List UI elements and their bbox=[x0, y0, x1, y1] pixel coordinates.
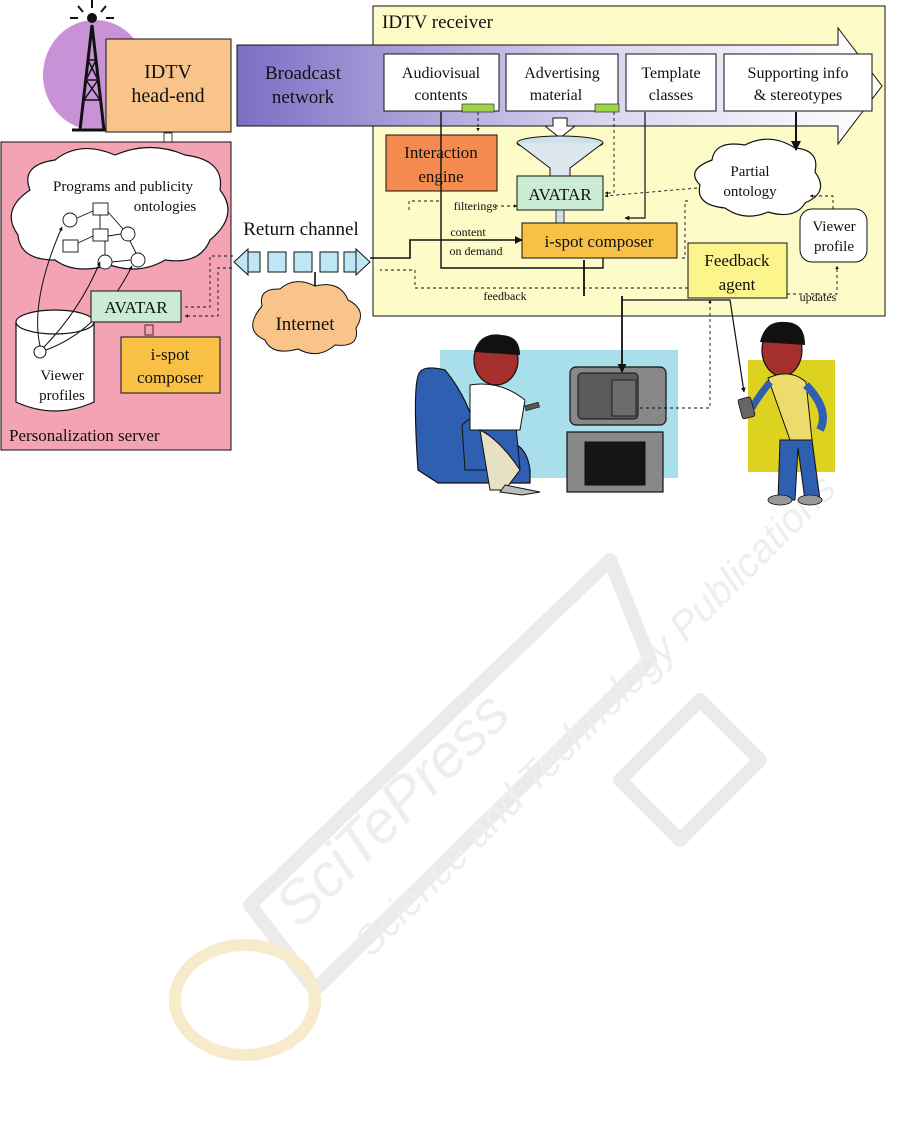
receiver-avatar-box bbox=[516, 175, 604, 211]
server-title: Personalization server bbox=[9, 426, 160, 445]
updates-label: updates bbox=[800, 290, 837, 304]
server-ispot-label-2: composer bbox=[137, 368, 203, 387]
watermark: SciTePress Science and Technology Public… bbox=[169, 466, 845, 1061]
viewer-profiles-label-2: profiles bbox=[39, 388, 85, 404]
server-ispot-label-1: i-spot bbox=[151, 345, 190, 364]
ontology-graph bbox=[62, 202, 146, 270]
audiovisual-box bbox=[383, 53, 500, 112]
viewer-profile-box bbox=[799, 208, 868, 263]
template-box bbox=[625, 53, 717, 112]
return-channel bbox=[233, 247, 371, 277]
personalization-server: Programs and publicity ontologies Viewer bbox=[0, 141, 232, 451]
viewer-profile-label-1: Viewer bbox=[812, 219, 855, 235]
internet-label: Internet bbox=[275, 314, 335, 335]
headend-label-2: head-end bbox=[131, 85, 204, 107]
supporting-box bbox=[723, 53, 873, 112]
partial-ontology-label-1: Partial bbox=[730, 164, 769, 180]
audiovisual-label-2: contents bbox=[414, 87, 467, 104]
server-avatar-box bbox=[90, 290, 182, 323]
viewer-profile-label-2: profile bbox=[814, 239, 854, 255]
on-demand-label: on demand bbox=[450, 244, 503, 258]
content-boxes: Audiovisual contents Advertising materia… bbox=[383, 53, 873, 113]
feedback-label: feedback bbox=[483, 289, 526, 303]
template-label-1: Template bbox=[641, 65, 700, 82]
receiver-ispot-box bbox=[521, 222, 678, 259]
filterings-label: filterings bbox=[454, 199, 498, 213]
ontologies-label-1: Programs and publicity bbox=[53, 179, 193, 195]
headend-box bbox=[105, 38, 232, 133]
partial-ontology-label-2: ontology bbox=[723, 184, 777, 200]
receiver-title: IDTV receiver bbox=[382, 12, 494, 33]
advertising-box bbox=[505, 53, 619, 112]
return-channel-label: Return channel bbox=[243, 219, 359, 240]
headend-label-1: IDTV bbox=[144, 61, 192, 83]
watermark-line2: Science and Technology Publications bbox=[346, 466, 845, 965]
supporting-label-1: Supporting info bbox=[748, 65, 849, 82]
television bbox=[566, 366, 667, 493]
viewer-profiles-db: Viewer profiles bbox=[15, 309, 95, 412]
seated-viewer bbox=[414, 334, 541, 496]
receiver-ispot-label: i-spot composer bbox=[544, 232, 653, 251]
template-label-2: classes bbox=[649, 87, 693, 104]
advertising-label-2: material bbox=[530, 87, 583, 104]
broadcast-label-1: Broadcast bbox=[265, 63, 342, 84]
feedback-agent-box bbox=[687, 242, 788, 299]
internet-cloud bbox=[252, 281, 361, 355]
server-ispot-box bbox=[120, 336, 221, 394]
ontologies-label-2: ontologies bbox=[134, 199, 197, 215]
partial-ontology-cloud bbox=[694, 138, 822, 217]
viewer-profiles-label-1: Viewer bbox=[40, 368, 83, 384]
receiver-avatar-label: AVATAR bbox=[528, 185, 592, 204]
ontologies-cloud bbox=[10, 146, 229, 270]
audiovisual-label-1: Audiovisual bbox=[402, 65, 481, 82]
feedback-agent-label-2: agent bbox=[719, 275, 756, 294]
content-label: content bbox=[450, 225, 486, 239]
standing-viewer bbox=[737, 321, 827, 506]
supporting-label-2: & stereotypes bbox=[754, 87, 842, 104]
broadcast-label-2: network bbox=[272, 87, 335, 108]
advertising-label-1: Advertising bbox=[524, 65, 600, 82]
feedback-agent-label-1: Feedback bbox=[704, 251, 770, 270]
server-avatar-label: AVATAR bbox=[104, 298, 168, 317]
receiver-connectors bbox=[380, 112, 839, 295]
